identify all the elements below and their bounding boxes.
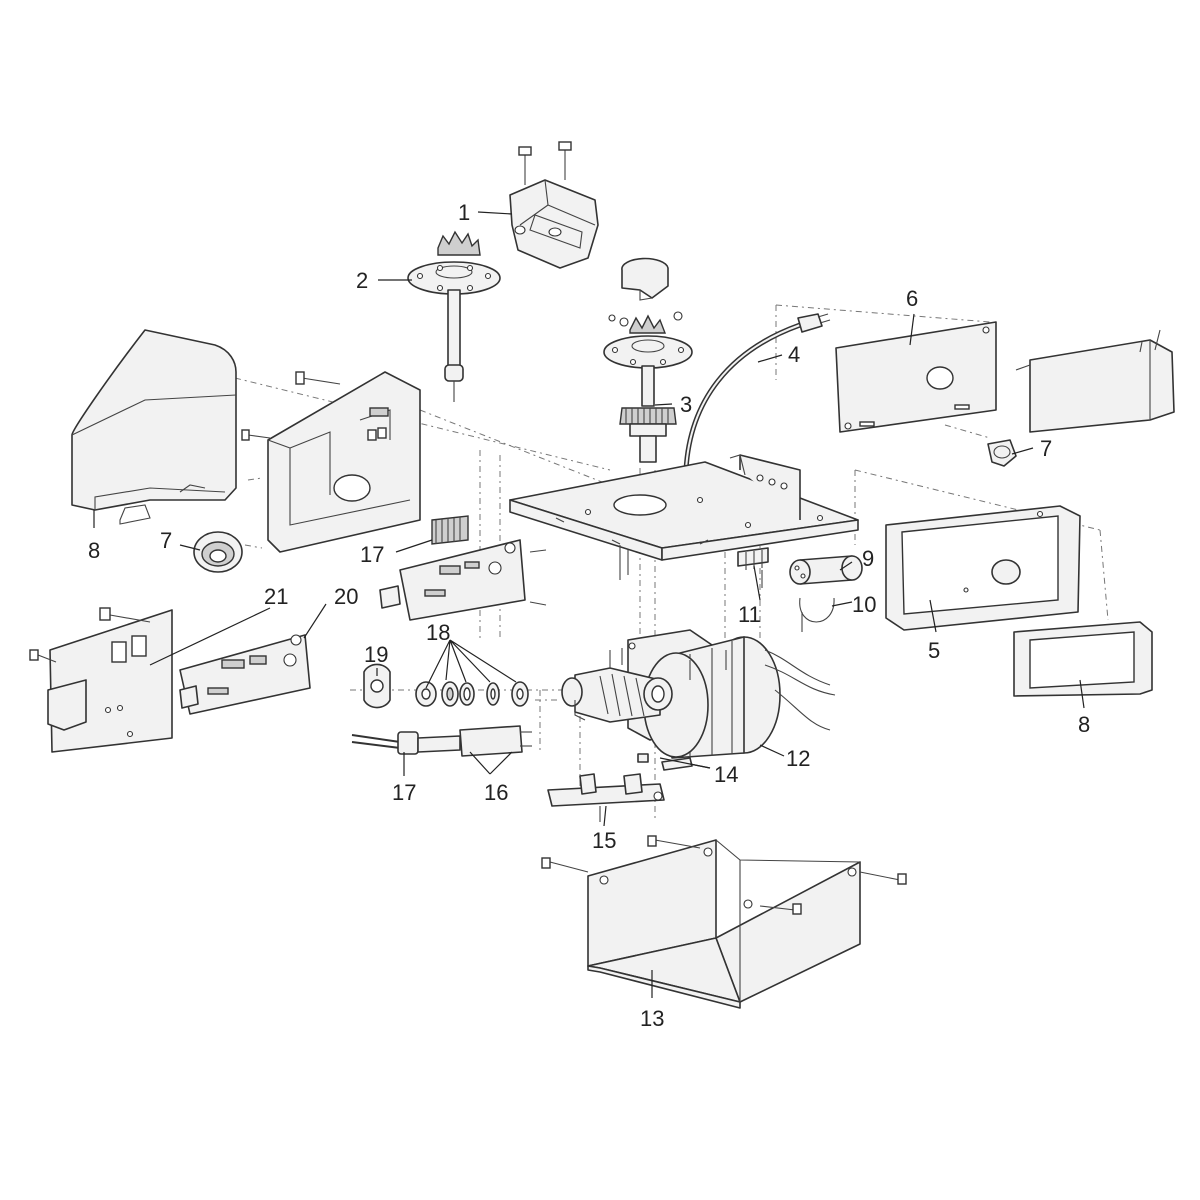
part-7-knob-left xyxy=(193,531,243,573)
part-12-motor xyxy=(561,629,836,759)
rear-housing xyxy=(241,371,421,553)
part-1-bracket xyxy=(509,141,599,269)
callout-18: 18 xyxy=(426,620,450,645)
callout-7-left: 7 xyxy=(160,528,172,553)
part-6-panel xyxy=(835,321,997,433)
part-11-terminal-block xyxy=(737,547,769,588)
callout-3: 3 xyxy=(680,392,692,417)
callout-16: 16 xyxy=(484,780,508,805)
part-3-drive-gear-assembly xyxy=(603,257,693,463)
part-9-capacitor xyxy=(789,555,863,585)
part-19-worm-gear xyxy=(363,663,391,709)
part-20-receiver-board xyxy=(179,634,311,715)
end-cover-right xyxy=(1015,329,1175,433)
callout-6: 6 xyxy=(906,286,918,311)
callout-17-top: 17 xyxy=(360,542,384,567)
callout-10: 10 xyxy=(852,592,876,617)
callout-19: 19 xyxy=(364,642,388,667)
part-4-power-cord xyxy=(683,313,831,471)
callout-20: 20 xyxy=(334,584,358,609)
callout-14: 14 xyxy=(714,762,738,787)
part-7-knob-right xyxy=(987,439,1017,467)
part-21-bracket-board xyxy=(29,607,173,753)
callout-8-left: 8 xyxy=(88,538,100,563)
part-13-tray xyxy=(541,835,907,1009)
callout-7-right: 7 xyxy=(1040,436,1052,461)
callout-13: 13 xyxy=(640,1006,664,1031)
chassis-plate xyxy=(509,454,859,580)
leader-lines xyxy=(93,211,1085,998)
callout-15: 15 xyxy=(592,828,616,853)
callout-9: 9 xyxy=(862,546,874,571)
part-14-clips xyxy=(637,753,693,771)
callout-17-bottom: 17 xyxy=(392,780,416,805)
part-2-sprocket-shaft xyxy=(407,230,501,402)
callout-4: 4 xyxy=(788,342,800,367)
callout-5: 5 xyxy=(928,638,940,663)
part-8-main-cover-left xyxy=(71,329,237,525)
part-5-lens-frame xyxy=(885,505,1081,631)
callout-2: 2 xyxy=(356,268,368,293)
callout-21: 21 xyxy=(264,584,288,609)
callout-12: 12 xyxy=(786,746,810,771)
part-15-limit-switch xyxy=(547,773,665,822)
part-8-end-cap-right xyxy=(1013,621,1153,697)
part-17-logic-board xyxy=(379,515,547,621)
callout-8-right: 8 xyxy=(1078,712,1090,737)
part-16-17-wiring xyxy=(351,725,532,757)
callout-1: 1 xyxy=(458,200,470,225)
callout-labels: 1 2 3 4 5 6 7 7 8 8 9 10 11 12 13 14 15 … xyxy=(88,200,1090,1031)
part-10-clip xyxy=(799,597,835,632)
part-18-washers xyxy=(415,681,529,707)
callout-11: 11 xyxy=(738,602,761,627)
